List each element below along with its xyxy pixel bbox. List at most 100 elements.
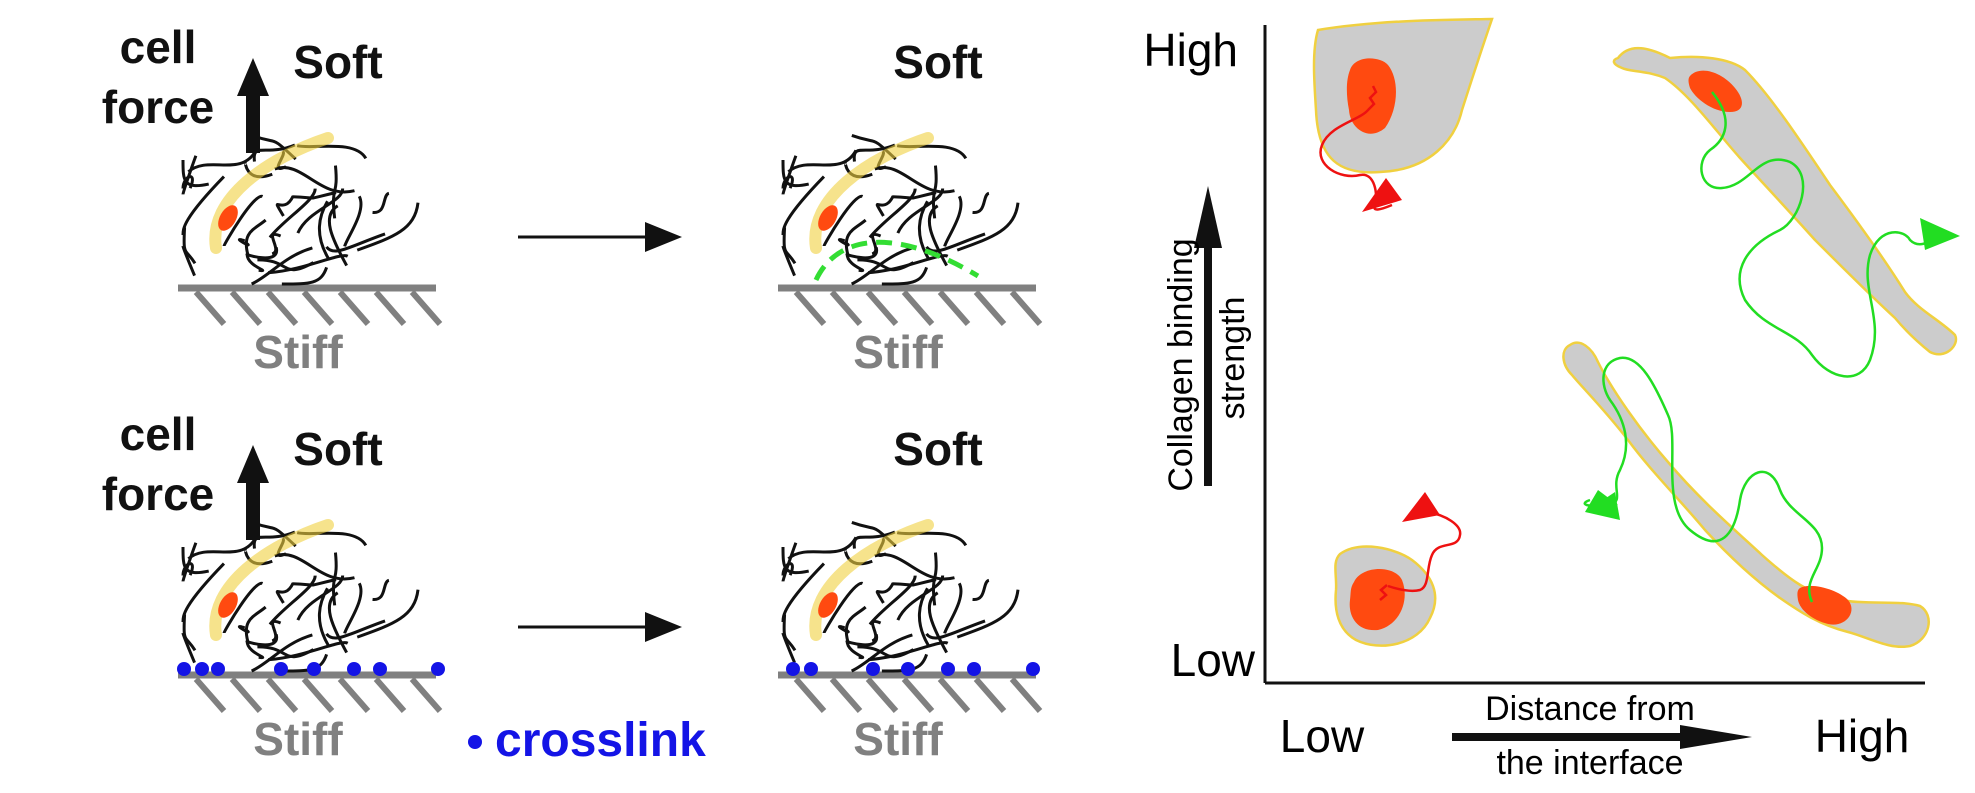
nucleus-icon [818,592,838,618]
collagen-fiber [943,582,963,634]
substrate-hatch [973,290,1007,326]
collagen-fiber [325,619,386,640]
cell-icon [1312,17,1494,174]
collagen-fiber [892,191,937,200]
crosslink-dot-icon [431,662,445,676]
crosslink-legend-label: crosslink [495,714,706,767]
collagen-fiber [237,625,250,634]
collagen-fiber [781,562,794,576]
collagen-fiber [187,149,258,173]
collagen-fiber [852,143,896,162]
collagen-fiber [372,578,390,601]
collagen-fiber [292,191,337,200]
substrate-hatch [409,677,443,713]
substrate-hatch [937,677,971,713]
collagen-fiber [257,645,315,659]
collagen-fiber [871,233,882,256]
collagen-fiber [275,195,295,217]
y-axis-label-line1: Collagen binding [1162,238,1200,491]
collagen-fiber [844,218,867,256]
collagen-fiber [245,253,265,273]
collagen-fiber-network [781,133,1020,286]
substrate-hatch [301,290,335,326]
collagen-fiber [356,589,420,639]
collagen-fiber [925,232,986,253]
cell-icon [209,132,334,254]
cell-force-label-1: cell [120,21,197,73]
crosslink-dot-icon [866,662,880,676]
collagen-fiber [925,619,986,640]
collagen-fiber [843,548,873,566]
collagen-fiber [271,620,282,643]
collagen-fiber [181,175,194,189]
collagen-fiber [244,605,267,643]
crosslink-dot-icon [941,662,955,676]
collagen-fiber [896,575,945,621]
crosslink-dot-icon [347,662,361,676]
x-high-label: High [1815,710,1910,762]
substrate-hatch [265,290,299,326]
stiff-label: Stiff [253,326,343,378]
collagen-fiber [787,149,858,173]
x-axis-label-line1: Distance from [1485,690,1695,728]
collagen-fiber [250,633,313,673]
substrate-hatch [829,290,863,326]
collagen-fiber [296,575,345,621]
collagen-fiber [875,582,895,604]
collagen-fiber [896,188,945,234]
collagen-fiber [243,161,273,179]
collagen-fiber [881,266,929,286]
collagen-fiber [972,191,990,214]
nucleus-icon [818,205,838,231]
binding-distance-plot: High Low Low High Collagen binding stren… [1143,17,1960,782]
collagen-fiber [274,553,355,581]
substrate-hatch [793,290,827,326]
y-axis-label-line2: strength [1214,297,1252,420]
substrate-hatch [793,677,827,713]
elongated-cell-low-binding [1562,341,1930,649]
collagen-fiber [850,633,913,673]
collagen-fiber [845,640,865,660]
collagen-fiber [356,202,420,252]
collagen-fiber [182,227,197,265]
collagen-fiber [857,645,915,659]
y-high-label: High [1143,24,1238,76]
collagen-fiber-network [781,520,1020,673]
collagen-fiber [267,641,349,662]
collagen-fiber [343,195,363,247]
nucleus-icon [218,592,238,618]
collagen-fiber [868,188,917,239]
crosslink-dot-icon [804,662,818,676]
collagen-fiber [181,562,194,576]
collagen-fiber [845,253,865,273]
crosslink-dot-icon [373,662,387,676]
collagen-fiber [268,575,317,626]
collagen-fiber [222,194,264,247]
round-cell-high-binding [1312,17,1494,212]
collagen-fiber [867,254,949,275]
right-arrow-icon [518,612,682,642]
collagen-fiber [292,578,337,587]
collagen-fiber [245,640,265,660]
collagen-fiber [857,258,915,272]
collagen-fiber [852,530,896,549]
collagen-fiber [943,195,963,247]
substrate-hatch [973,677,1007,713]
crosslink-dot-icon [177,662,191,676]
cell-force-label-1: cell [120,408,197,460]
substrate-hatch [229,677,263,713]
substrate-hatch [865,677,899,713]
substrate-hatch [1009,290,1043,326]
collagen-fiber [250,246,313,286]
collagen-fiber [844,605,867,643]
collagen-fiber [267,254,349,275]
collagen-fiber [843,161,873,179]
collagen-fiber [182,614,197,652]
collagen-fiber [268,188,317,239]
nucleus-icon [1797,585,1852,625]
x-axis-label-line2: the interface [1496,744,1683,782]
collagen-fiber [782,227,797,265]
